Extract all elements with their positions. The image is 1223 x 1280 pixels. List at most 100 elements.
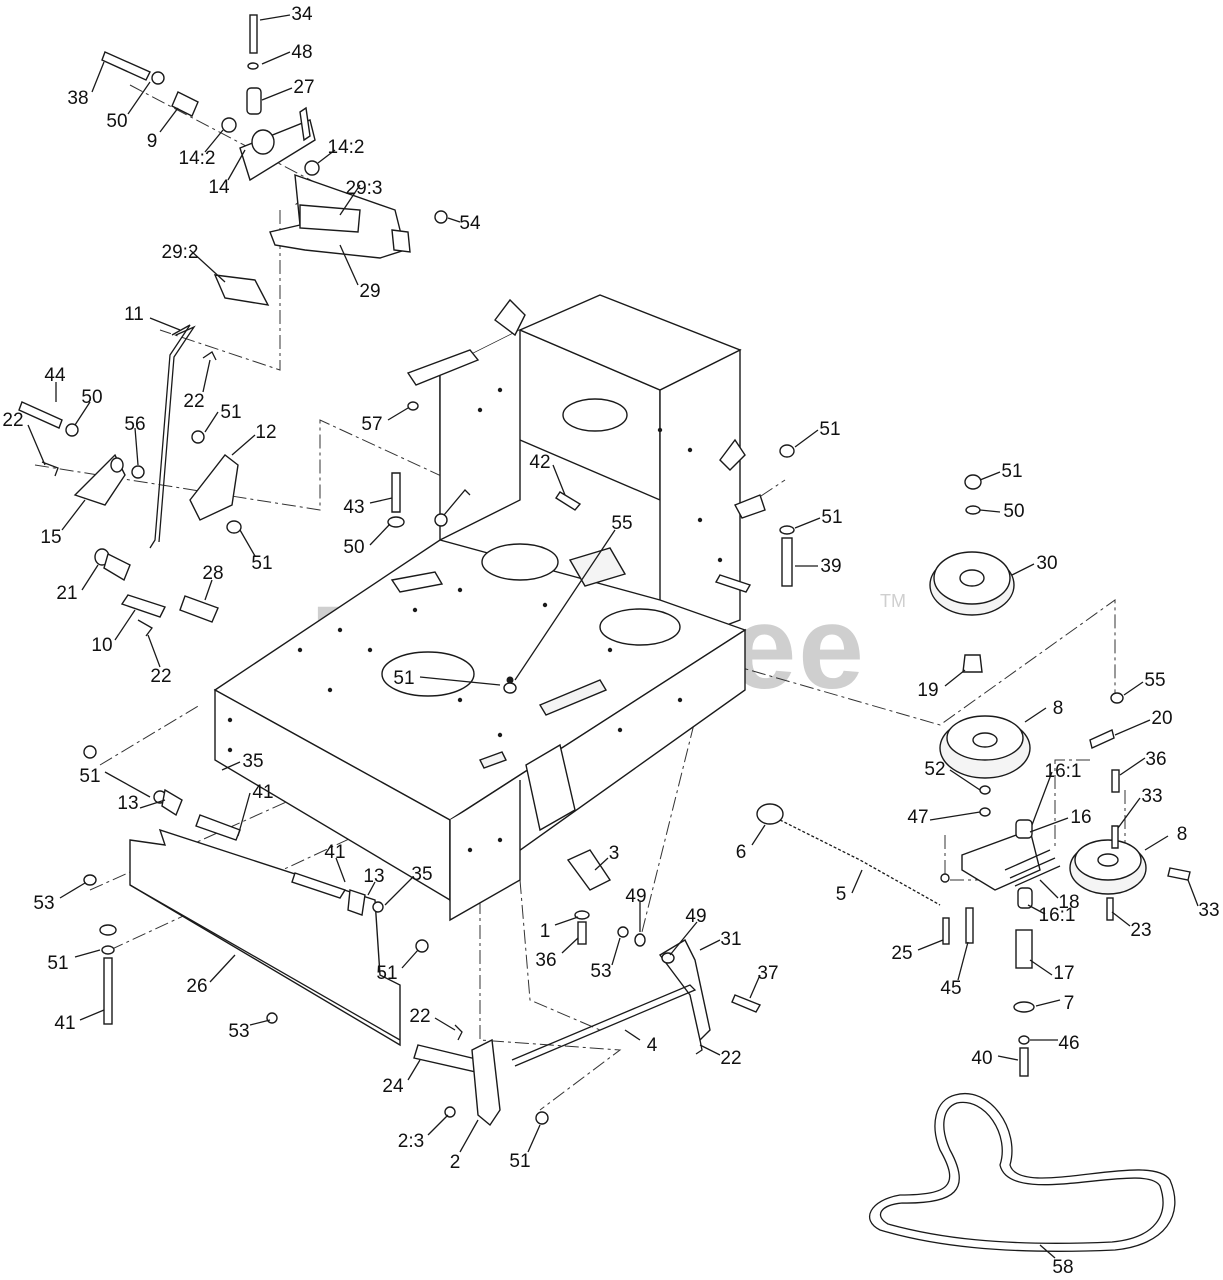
callout-33[interactable]: 33 (1141, 786, 1162, 807)
watermark-trademark: TM (880, 591, 906, 611)
callout-4[interactable]: 4 (647, 1035, 658, 1056)
callout-25[interactable]: 25 (891, 943, 912, 964)
callout-14-2[interactable]: 14:2 (179, 148, 216, 169)
callout-29[interactable]: 29 (359, 281, 380, 302)
callout-51[interactable]: 51 (821, 507, 842, 528)
callout-8[interactable]: 8 (1053, 698, 1064, 719)
callout-49[interactable]: 49 (625, 886, 646, 907)
callout-51[interactable]: 51 (79, 766, 100, 787)
callout-54[interactable]: 54 (459, 213, 481, 234)
callout-57[interactable]: 57 (361, 414, 382, 435)
callout-22[interactable]: 22 (409, 1006, 430, 1027)
callout-46[interactable]: 46 (1058, 1033, 1079, 1054)
callout-50[interactable]: 50 (1003, 501, 1024, 522)
callout-6[interactable]: 6 (736, 842, 747, 863)
callout-15[interactable]: 15 (40, 527, 61, 548)
callout-1[interactable]: 1 (540, 921, 551, 942)
callout-27[interactable]: 27 (293, 77, 314, 98)
callout-58[interactable]: 58 (1052, 1257, 1073, 1278)
callout-41[interactable]: 41 (54, 1013, 75, 1034)
callout-45[interactable]: 45 (940, 978, 961, 999)
callout-19[interactable]: 19 (917, 680, 938, 701)
callout-51[interactable]: 51 (251, 553, 272, 574)
callout-41[interactable]: 41 (252, 782, 273, 803)
frame-hardware (387, 401, 795, 694)
callout-55[interactable]: 55 (1144, 670, 1165, 691)
callout-56[interactable]: 56 (124, 414, 145, 435)
callout-23[interactable]: 23 (1130, 920, 1151, 941)
callout-12[interactable]: 12 (255, 422, 276, 443)
callout-53[interactable]: 53 (33, 893, 54, 914)
callout-2-3[interactable]: 2:3 (398, 1131, 424, 1152)
callout-41[interactable]: 41 (324, 842, 345, 863)
callout-30[interactable]: 30 (1036, 553, 1057, 574)
callout-2[interactable]: 2 (450, 1152, 461, 1173)
callout-53[interactable]: 53 (590, 961, 611, 982)
lower-linkage (413, 849, 762, 1127)
callout-50[interactable]: 50 (343, 537, 364, 558)
callout-34[interactable]: 34 (291, 4, 313, 25)
callout-51[interactable]: 51 (393, 668, 414, 689)
callout-28[interactable]: 28 (202, 563, 223, 584)
left-linkage (18, 324, 242, 637)
callout-13[interactable]: 13 (117, 793, 138, 814)
callout-21[interactable]: 21 (56, 583, 77, 604)
callout-36[interactable]: 36 (1145, 749, 1166, 770)
callout-35[interactable]: 35 (411, 864, 432, 885)
callout-22[interactable]: 22 (2, 410, 23, 431)
callout-16[interactable]: 16 (1070, 807, 1091, 828)
callout-33[interactable]: 33 (1198, 900, 1219, 921)
callout-50[interactable]: 50 (81, 387, 102, 408)
callout-39[interactable]: 39 (820, 556, 841, 577)
callout-29-2[interactable]: 29:2 (162, 242, 199, 263)
callout-51[interactable]: 51 (819, 419, 840, 440)
callout-5[interactable]: 5 (836, 884, 847, 905)
callout-8[interactable]: 8 (1177, 824, 1188, 845)
callout-20[interactable]: 20 (1151, 708, 1172, 729)
callout-48[interactable]: 48 (291, 42, 312, 63)
pedal-assembly (101, 14, 448, 306)
callout-50[interactable]: 50 (106, 111, 127, 132)
callout-38[interactable]: 38 (67, 88, 88, 109)
callout-40[interactable]: 40 (971, 1048, 992, 1069)
callout-14-2[interactable]: 14:2 (328, 137, 365, 158)
callout-53[interactable]: 53 (228, 1021, 249, 1042)
callout-24[interactable]: 24 (382, 1076, 404, 1097)
callout-17[interactable]: 17 (1053, 963, 1074, 984)
callout-51[interactable]: 51 (220, 402, 241, 423)
callout-31[interactable]: 31 (720, 929, 741, 950)
lower-bar (83, 745, 429, 1047)
callout-42[interactable]: 42 (529, 452, 550, 473)
callout-37[interactable]: 37 (757, 963, 778, 984)
callout-7[interactable]: 7 (1064, 993, 1075, 1014)
callout-26[interactable]: 26 (186, 976, 207, 997)
callout-51[interactable]: 51 (47, 953, 68, 974)
callout-10[interactable]: 10 (91, 635, 112, 656)
callout-49[interactable]: 49 (685, 906, 706, 927)
callout-44[interactable]: 44 (44, 365, 66, 386)
callout-14[interactable]: 14 (208, 177, 230, 198)
callout-51[interactable]: 51 (376, 963, 397, 984)
callout-36[interactable]: 36 (535, 950, 556, 971)
callout-9[interactable]: 9 (147, 131, 158, 152)
callout-51[interactable]: 51 (509, 1151, 530, 1172)
callout-35[interactable]: 35 (242, 751, 263, 772)
callout-29-3[interactable]: 29:3 (346, 178, 383, 199)
callout-52[interactable]: 52 (924, 759, 945, 780)
callout-55[interactable]: 55 (611, 513, 632, 534)
callout-51[interactable]: 51 (1001, 461, 1022, 482)
callout-43[interactable]: 43 (343, 497, 364, 518)
callout-11[interactable]: 11 (124, 304, 144, 325)
callout-18[interactable]: 18 (1058, 892, 1079, 913)
callout-22[interactable]: 22 (183, 391, 204, 412)
callout-16-1[interactable]: 16:1 (1039, 905, 1076, 926)
callout-16-1[interactable]: 16:1 (1045, 761, 1082, 782)
callout-22[interactable]: 22 (720, 1048, 741, 1069)
callout-47[interactable]: 47 (907, 807, 928, 828)
idler-assembly (929, 474, 1191, 1077)
callout-13[interactable]: 13 (363, 866, 384, 887)
callout-3[interactable]: 3 (609, 843, 620, 864)
callout-22[interactable]: 22 (150, 666, 171, 687)
